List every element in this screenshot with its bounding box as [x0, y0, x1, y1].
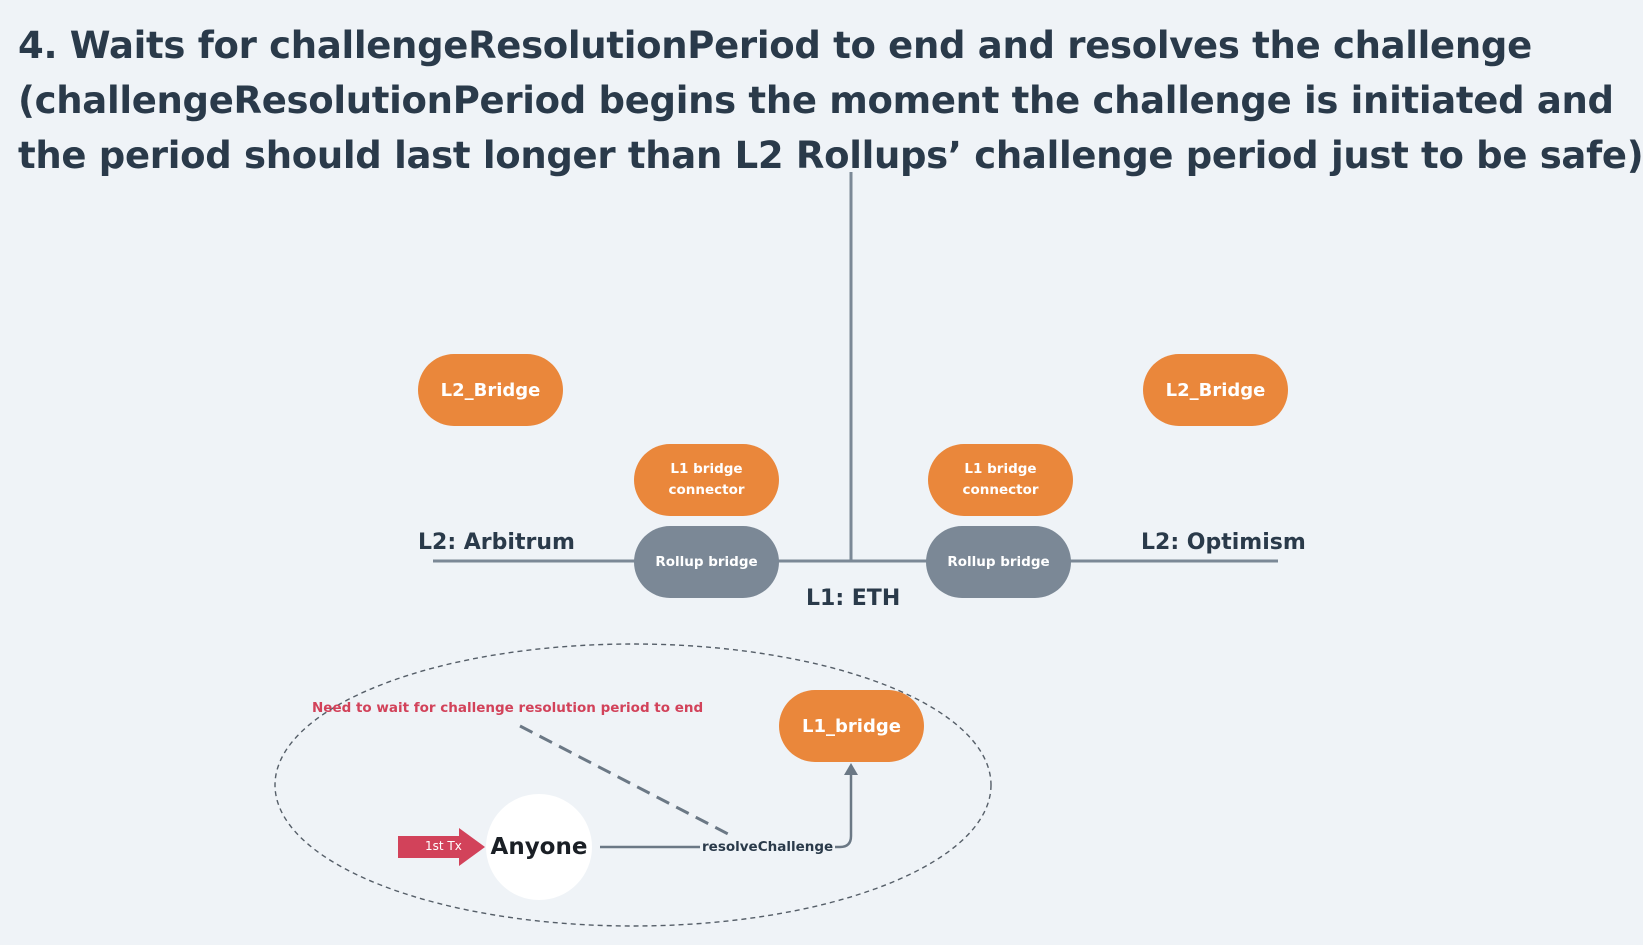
l1-connector-left-line2: connector: [668, 482, 745, 498]
note-connector-line: [519, 724, 733, 838]
rollup-bridge-right: Rollup bridge: [926, 526, 1071, 598]
title-line-3: the period should last longer than L2 Ro…: [18, 134, 1643, 177]
title-line-2: (challengeResolutionPeriod begins the mo…: [18, 79, 1614, 122]
l1-connector-left-line1: L1 bridge: [670, 461, 743, 477]
l1-connector-right-line1: L1 bridge: [964, 461, 1037, 477]
flow-arrowhead: [844, 763, 858, 775]
title-line-1: 4. Waits for challengeResolutionPeriod t…: [18, 24, 1532, 67]
l1-connector-right-line2: connector: [962, 482, 1039, 498]
rollup-bridge-right-label: Rollup bridge: [947, 553, 1050, 570]
resolve-challenge-label: resolveChallenge: [700, 839, 836, 855]
rollup-bridge-left: Rollup bridge: [634, 526, 779, 598]
actor-anyone-label: Anyone: [490, 834, 588, 860]
page-title: 4. Waits for challengeResolutionPeriod t…: [18, 18, 1643, 183]
tx-arrow: [398, 828, 485, 866]
resolve-flow-line: [600, 772, 853, 849]
l1-bridge-connector-left: L1 bridge connector: [634, 444, 779, 516]
l2-bridge-left: L2_Bridge: [418, 354, 563, 426]
l1-bridge-connector-right: L1 bridge connector: [928, 444, 1073, 516]
actor-anyone: Anyone: [486, 794, 592, 900]
l1-bridge: L1_bridge: [779, 690, 924, 762]
l2-bridge-left-label: L2_Bridge: [440, 379, 541, 401]
chain-label-optimism: L2: Optimism: [1141, 530, 1306, 555]
rollup-bridge-left-label: Rollup bridge: [655, 553, 758, 570]
wait-note: Need to wait for challenge resolution pe…: [312, 700, 704, 716]
l2-bridge-right: L2_Bridge: [1143, 354, 1288, 426]
diagram-lines: [274, 172, 1278, 927]
tx-label: 1st Tx: [425, 839, 462, 853]
l1-bridge-label: L1_bridge: [802, 715, 901, 737]
chain-label-arbitrum: L2: Arbitrum: [418, 530, 575, 555]
chain-label-eth: L1: ETH: [806, 586, 901, 611]
l2-bridge-right-label: L2_Bridge: [1165, 379, 1266, 401]
scope-ellipse: [274, 643, 992, 927]
